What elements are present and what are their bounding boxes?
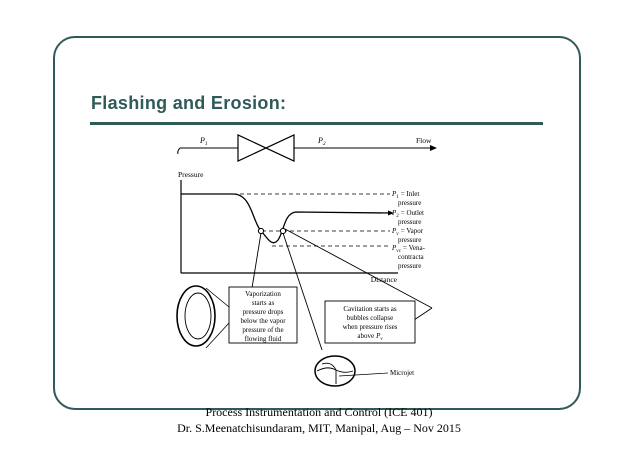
microjet-icon [314, 355, 389, 387]
microjet-label: Microjet [390, 369, 414, 377]
svg-text:bubbles collapse: bubbles collapse [347, 314, 393, 322]
svg-text:starts as: starts as [252, 299, 275, 307]
slide-frame [53, 36, 581, 410]
svg-text:flowing fluid: flowing fluid [245, 335, 282, 343]
svg-text:pressure of the: pressure of the [242, 326, 283, 334]
pressure-profile-curve [181, 193, 391, 244]
p1-label: P1 [199, 136, 208, 147]
callout-leaders [251, 228, 433, 351]
svg-text:pressure drops: pressure drops [243, 308, 284, 316]
pressure-axes: Pressure Distance [178, 170, 398, 284]
y-axis-label: Pressure [178, 170, 204, 179]
svg-text:below the vapor: below the vapor [240, 317, 286, 325]
vapor-bubble-icon [176, 285, 230, 349]
pipe-schematic: P1 P2 Flow [177, 134, 437, 162]
slide-title: Flashing and Erosion: [91, 93, 287, 113]
vaporization-callout: Vaporization starts as pressure drops be… [228, 286, 298, 344]
flow-label: Flow [416, 136, 432, 145]
vaporization-point [257, 227, 265, 235]
cavitation-callout: Cavitation starts as bubbles collapse wh… [324, 300, 416, 344]
pressure-levels [233, 193, 390, 247]
svg-text:Cavitation starts as: Cavitation starts as [343, 305, 397, 313]
valve-icon [237, 134, 295, 162]
svg-text:when pressure rises: when pressure rises [343, 323, 398, 331]
footer-course: Process Instrumentation and Control (ICE… [205, 405, 433, 419]
title-divider [90, 122, 543, 125]
p2-label: P2 [317, 136, 326, 147]
x-axis-label: Distance [371, 275, 398, 284]
footer-author: Dr. S.Meenatchisundaram, MIT, Manipal, A… [177, 421, 461, 435]
svg-text:Vaporization: Vaporization [245, 290, 281, 298]
collapse-point [279, 227, 287, 235]
